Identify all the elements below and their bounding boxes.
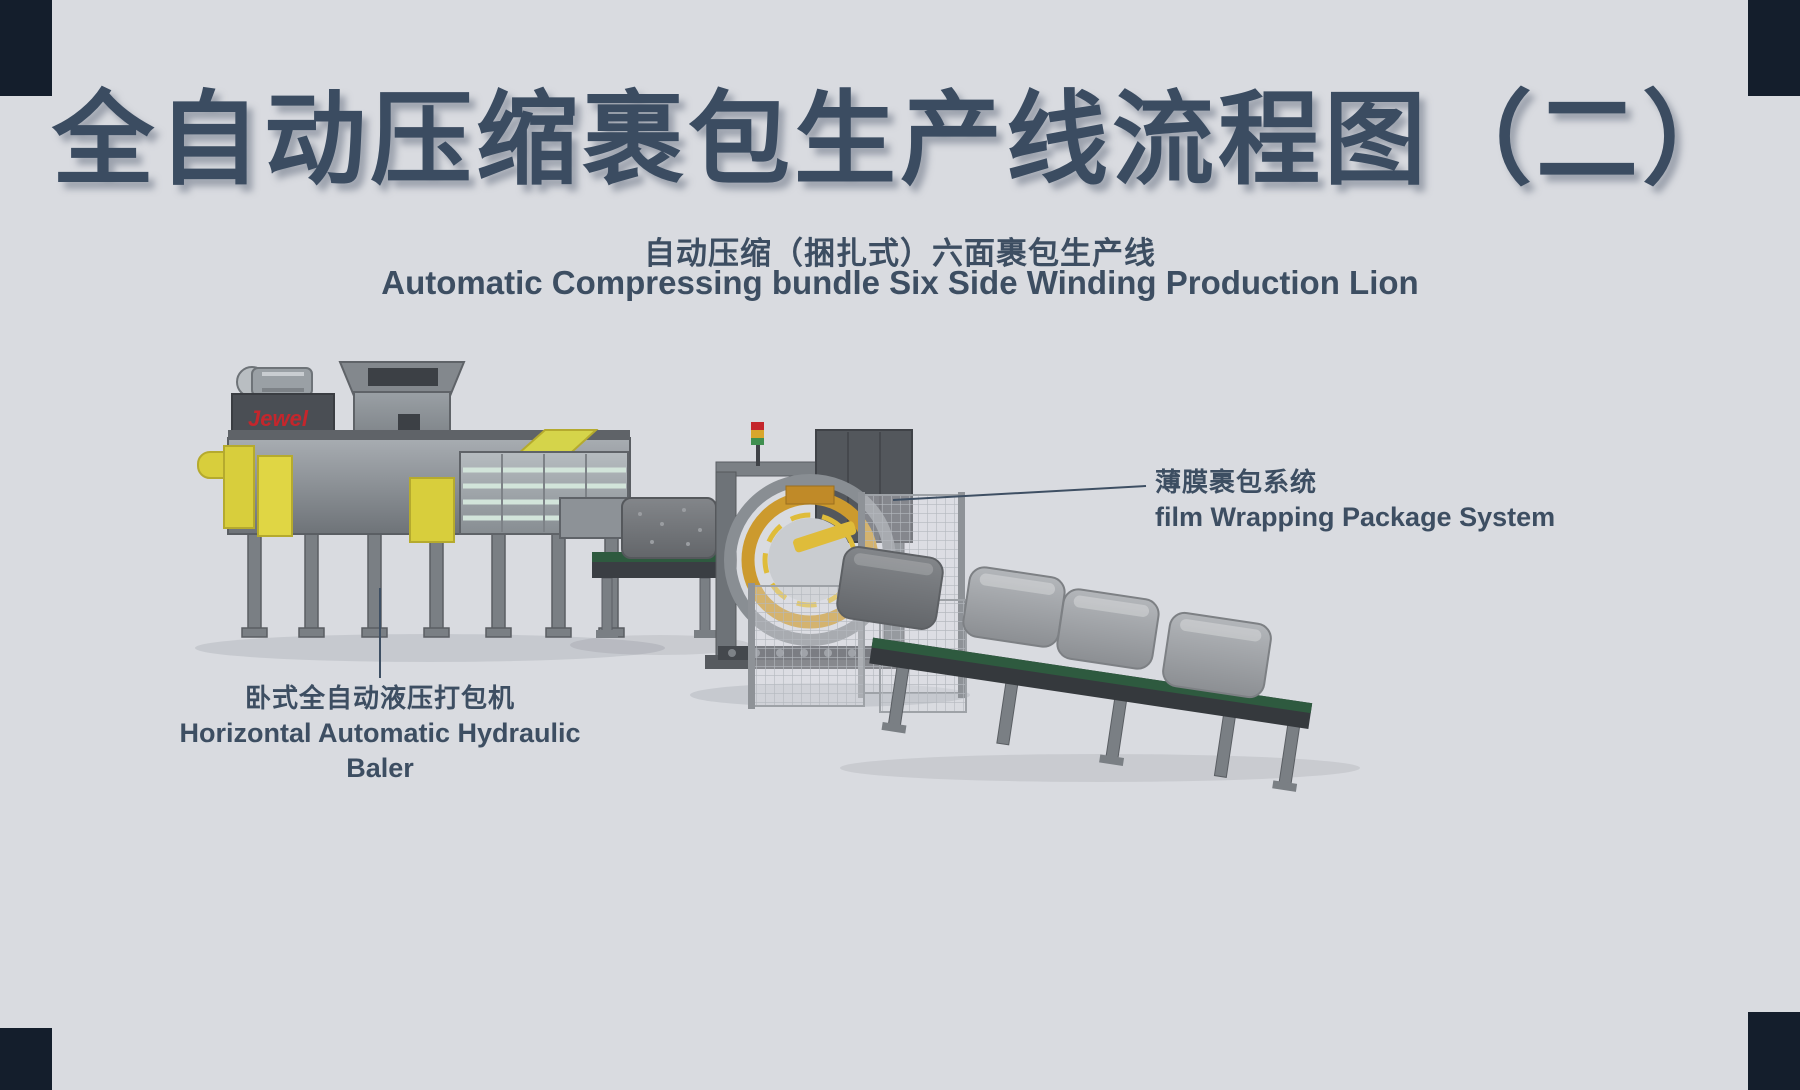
baler-top-rail xyxy=(228,430,630,440)
brand-text: Jewel xyxy=(248,406,309,431)
infeed-conveyor xyxy=(592,497,724,638)
raw-bale xyxy=(621,497,717,559)
leader-lines xyxy=(379,485,1147,678)
subtitle-chinese: 自动压缩（捆扎式）六面裹包生产线 xyxy=(644,236,1156,271)
wrapped-bale-1 xyxy=(836,546,944,630)
signal-light xyxy=(751,422,764,466)
corner-decoration-top-right xyxy=(1748,0,1800,96)
wrapper-leader-line xyxy=(892,485,1147,501)
subtitle-english: Automatic Compressing bundle Six Side Wi… xyxy=(381,264,1419,301)
annotation-film-wrapping-system: 薄膜裹包系统 film Wrapping Package System xyxy=(1155,466,1555,535)
corner-decoration-bottom-left xyxy=(0,1028,52,1090)
annotation-wrapper-en: film Wrapping Package System xyxy=(1155,501,1556,532)
corner-decoration-bottom-right xyxy=(1748,1012,1800,1090)
annotation-baler-zh: 卧式全自动液压打包机 xyxy=(244,683,515,713)
baler-motor xyxy=(236,366,313,398)
wrapped-bale-2 xyxy=(962,566,1066,648)
wrapped-bales xyxy=(836,546,1272,699)
wrapped-bale-4 xyxy=(1162,611,1272,699)
corner-decoration-top-left xyxy=(0,0,52,96)
annotation-hydraulic-baler: 卧式全自动液压打包机 Horizontal Automatic Hydrauli… xyxy=(160,682,600,786)
outfeed-conveyor xyxy=(869,637,1313,792)
wrapped-bale-3 xyxy=(1056,588,1160,670)
page-title: 全自动压缩裹包生产线流程图（二） xyxy=(52,83,1748,197)
annotation-wrapper-zh: 薄膜裹包系统 xyxy=(1155,467,1318,497)
annotation-baler-en: Horizontal Automatic Hydraulic Baler xyxy=(179,717,581,783)
horizontal-baler: Jewel xyxy=(197,361,657,638)
